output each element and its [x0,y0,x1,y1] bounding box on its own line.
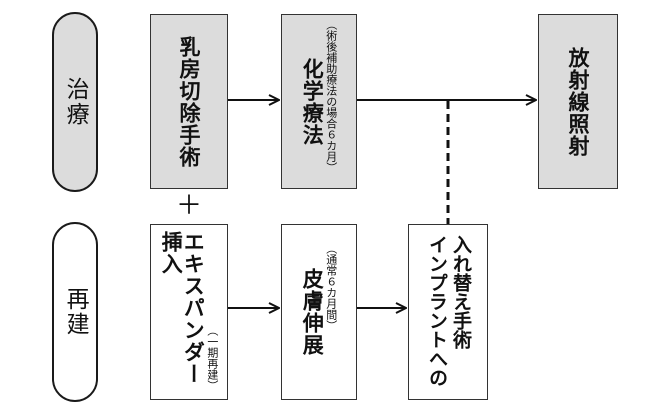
mastectomy-box: 乳房切除手術 [150,14,228,189]
expander-text: エキスパンダー挿入 [159,231,206,385]
reconstruction-label-text: 再建 [62,287,89,337]
implant-box: インプラントへの 入れ替え手術 [408,224,488,400]
reconstruction-row-label: 再建 [52,222,98,402]
plus-sign: ＋ [176,191,203,221]
implant-text-line1: インプラントへの [426,235,448,387]
mastectomy-text: 乳房切除手術 [177,35,202,168]
skin-expansion-note: （通常６カ月間） [324,243,338,331]
chemotherapy-box: 化学療法 （術後補助療法の場合６カ月） [281,14,357,189]
radiation-box: 放射線照射 [538,14,618,189]
implant-text-line2: 入れ替え手術 [449,235,472,349]
expander-note: （一期再建） [205,325,219,391]
skin-expansion-box: 皮膚伸展 （通常６カ月間） [281,224,357,400]
skin-expansion-text: 皮膚伸展 [300,268,325,356]
treatment-label-text: 治療 [62,77,89,127]
treatment-row-label: 治療 [52,12,98,192]
expander-box: エキスパンダー挿入 （一期再建） [150,224,228,400]
radiation-text: 放射線照射 [566,47,591,157]
chemotherapy-note: （術後補助療法の場合６カ月） [324,19,338,173]
chemotherapy-text: 化学療法 [300,57,325,146]
